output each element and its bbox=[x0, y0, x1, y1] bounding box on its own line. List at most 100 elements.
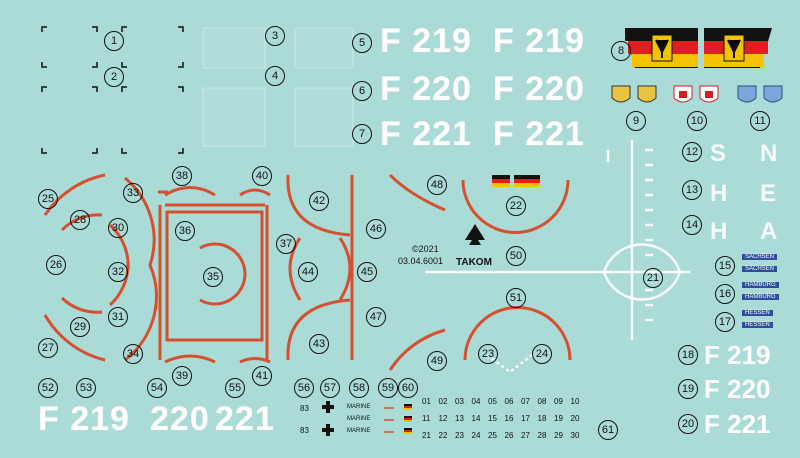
marker-8: 8 bbox=[611, 41, 631, 61]
digit-cell: 23 bbox=[455, 431, 464, 440]
marker-54: 54 bbox=[147, 378, 167, 398]
digit-cell: 27 bbox=[521, 431, 530, 440]
digit-cell: 01 bbox=[422, 397, 431, 406]
marker-37: 37 bbox=[276, 234, 296, 254]
marker-33: 33 bbox=[123, 183, 143, 203]
marker-49: 49 bbox=[427, 351, 447, 371]
letter-n: N bbox=[760, 140, 778, 167]
hull-f219-b: F 219 bbox=[493, 22, 585, 60]
marker-17: 17 bbox=[715, 312, 735, 332]
marker-6: 6 bbox=[352, 81, 372, 101]
marker-61: 61 bbox=[598, 420, 618, 440]
marker-27: 27 bbox=[38, 338, 58, 358]
digit-cell: 19 bbox=[554, 414, 563, 423]
marker-28: 28 bbox=[70, 210, 90, 230]
digit-cell: 08 bbox=[537, 397, 547, 406]
digit-cell: 04 bbox=[471, 397, 481, 406]
marker-7: 7 bbox=[352, 124, 372, 144]
marine-label-3: MARINE bbox=[347, 428, 371, 434]
digit-cell: 16 bbox=[504, 414, 514, 423]
marker-45: 45 bbox=[357, 262, 377, 282]
marker-41: 41 bbox=[252, 366, 272, 386]
marker-38: 38 bbox=[172, 166, 192, 186]
marker-12: 12 bbox=[682, 142, 702, 162]
digit-cell: 18 bbox=[537, 414, 547, 423]
digit-cell: 07 bbox=[521, 397, 530, 406]
state-crests bbox=[611, 85, 783, 103]
digit-cell: 02 bbox=[438, 397, 448, 406]
marker-20: 20 bbox=[678, 414, 698, 434]
letter-s: S bbox=[710, 140, 727, 167]
marker-58: 58 bbox=[349, 378, 369, 398]
hull-bottom-f219: F 219 bbox=[38, 400, 130, 438]
digit-cell: 05 bbox=[488, 397, 497, 406]
ribbon-sachsen-2: SACHSEN bbox=[742, 266, 778, 272]
number-83-b: 83 bbox=[300, 426, 309, 435]
marker-57: 57 bbox=[320, 378, 340, 398]
marker-32: 32 bbox=[108, 262, 128, 282]
hull-bottom-221: 221 bbox=[215, 400, 275, 438]
digit-cell: 30 bbox=[570, 431, 580, 440]
marker-52: 52 bbox=[38, 378, 58, 398]
ribbon-hessen-2: HESSEN bbox=[742, 322, 773, 328]
hull-f220-small: F 220 bbox=[704, 374, 771, 404]
brand-name: TAKOM bbox=[456, 257, 492, 268]
marker-50: 50 bbox=[506, 246, 526, 266]
marker-29: 29 bbox=[70, 317, 90, 337]
corner-marks bbox=[41, 26, 184, 154]
ribbon-hamburg-2: HAMBURG bbox=[742, 294, 779, 300]
letter-a: A bbox=[760, 218, 778, 245]
marker-10: 10 bbox=[687, 111, 707, 131]
marker-22: 22 bbox=[506, 196, 526, 216]
copyright-text: ©2021 bbox=[412, 244, 439, 254]
marker-56: 56 bbox=[294, 378, 314, 398]
marker-35: 35 bbox=[203, 267, 223, 287]
marker-39: 39 bbox=[172, 366, 192, 386]
marker-1: 1 bbox=[104, 31, 124, 51]
marker-43: 43 bbox=[309, 334, 329, 354]
marker-60: 60 bbox=[398, 378, 418, 398]
marker-25: 25 bbox=[38, 189, 58, 209]
marker-3: 3 bbox=[265, 26, 285, 46]
marker-13: 13 bbox=[682, 180, 702, 200]
marker-23: 23 bbox=[478, 344, 498, 364]
marker-16: 16 bbox=[715, 284, 735, 304]
marker-51: 51 bbox=[506, 288, 526, 308]
digit-cell: 03 bbox=[455, 397, 464, 406]
marker-14: 14 bbox=[682, 215, 702, 235]
digit-cell: 21 bbox=[422, 431, 431, 440]
ribbon-sachsen-1: SACHSEN bbox=[742, 254, 778, 260]
digit-cell: 28 bbox=[537, 431, 547, 440]
digit-cell: 15 bbox=[488, 414, 497, 423]
hull-f220-b: F 220 bbox=[493, 70, 585, 108]
marker-24: 24 bbox=[532, 344, 552, 364]
letter-h-2: H bbox=[710, 218, 728, 245]
circle-22 bbox=[461, 175, 570, 234]
digit-cell: 14 bbox=[471, 414, 481, 423]
marine-label-1: MARINE bbox=[347, 404, 371, 410]
digit-cell: 20 bbox=[570, 414, 580, 423]
marker-53: 53 bbox=[76, 378, 96, 398]
digit-cell: 12 bbox=[438, 414, 448, 423]
marker-2: 2 bbox=[104, 67, 124, 87]
marker-26: 26 bbox=[46, 255, 66, 275]
digit-cell: 22 bbox=[438, 431, 448, 440]
marker-46: 46 bbox=[366, 219, 386, 239]
marker-47: 47 bbox=[366, 307, 386, 327]
marker-31: 31 bbox=[108, 307, 128, 327]
hull-f221-a: F 221 bbox=[380, 115, 472, 153]
digit-cell: 06 bbox=[504, 397, 514, 406]
marker-19: 19 bbox=[678, 379, 698, 399]
marker-55: 55 bbox=[225, 378, 245, 398]
letter-h-1: H bbox=[710, 180, 728, 207]
digit-cell: 26 bbox=[504, 431, 514, 440]
marker-5: 5 bbox=[352, 33, 372, 53]
hull-f219-small: F 219 bbox=[704, 340, 771, 370]
marker-44: 44 bbox=[298, 262, 318, 282]
marker-48: 48 bbox=[427, 175, 447, 195]
ribbon-hamburg-1: HAMBURG bbox=[742, 282, 779, 288]
number-83-a: 83 bbox=[300, 404, 309, 413]
marker-15: 15 bbox=[715, 256, 735, 276]
